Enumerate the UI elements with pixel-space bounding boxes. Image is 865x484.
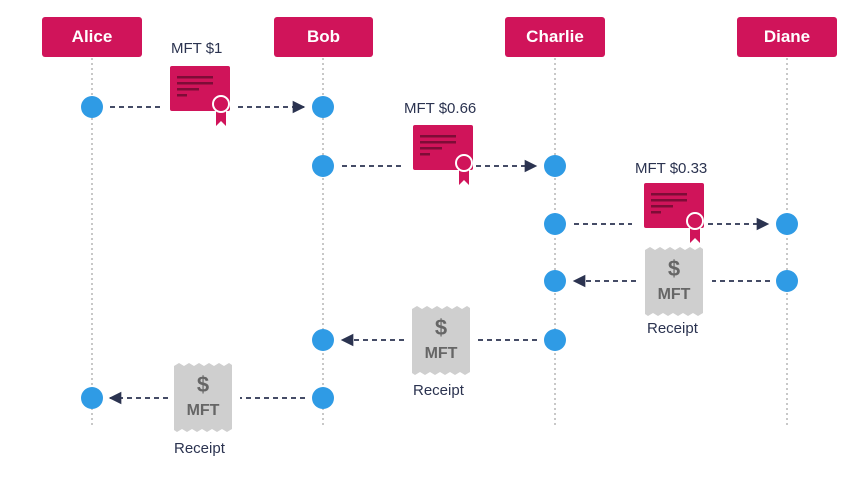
receipt-unit: MFT	[425, 345, 458, 362]
receipt-symbol: $	[197, 372, 209, 397]
node-charlie-2	[544, 213, 566, 235]
receipt-symbol: $	[668, 256, 680, 281]
receipt-icon: $ MFT	[174, 363, 232, 432]
receipt-unit: MFT	[187, 402, 220, 419]
receipt-icon: $ MFT	[412, 306, 470, 375]
node-bob-4	[312, 387, 334, 409]
payment-label-alice-bob: MFT $1	[171, 40, 223, 57]
node-charlie-3	[544, 270, 566, 292]
receipt-unit: MFT	[658, 286, 691, 303]
receipt-label-charlie-bob: Receipt	[413, 382, 464, 399]
node-charlie-4	[544, 329, 566, 351]
node-bob-3	[312, 329, 334, 351]
node-diane-2	[776, 270, 798, 292]
certificate-icon	[644, 183, 704, 243]
certificate-icon	[170, 66, 230, 126]
payment-label-bob-charlie: MFT $0.66	[404, 100, 477, 117]
actor-diane: Diane	[737, 17, 837, 57]
receipt-icon: $ MFT	[645, 247, 703, 316]
receipt-label-diane-charlie: Receipt	[647, 320, 698, 337]
payment-label-charlie-diane: MFT $0.33	[635, 160, 708, 177]
node-bob-2	[312, 155, 334, 177]
node-alice-1	[81, 96, 103, 118]
actor-bob: Bob	[274, 17, 373, 57]
actor-charlie: Charlie	[505, 17, 605, 57]
node-charlie-1	[544, 155, 566, 177]
certificate-icon	[413, 125, 473, 185]
node-alice-2	[81, 387, 103, 409]
node-bob-1	[312, 96, 334, 118]
actor-alice: Alice	[42, 17, 142, 57]
receipt-label-bob-alice: Receipt	[174, 440, 225, 457]
receipt-symbol: $	[435, 315, 447, 340]
node-diane-1	[776, 213, 798, 235]
